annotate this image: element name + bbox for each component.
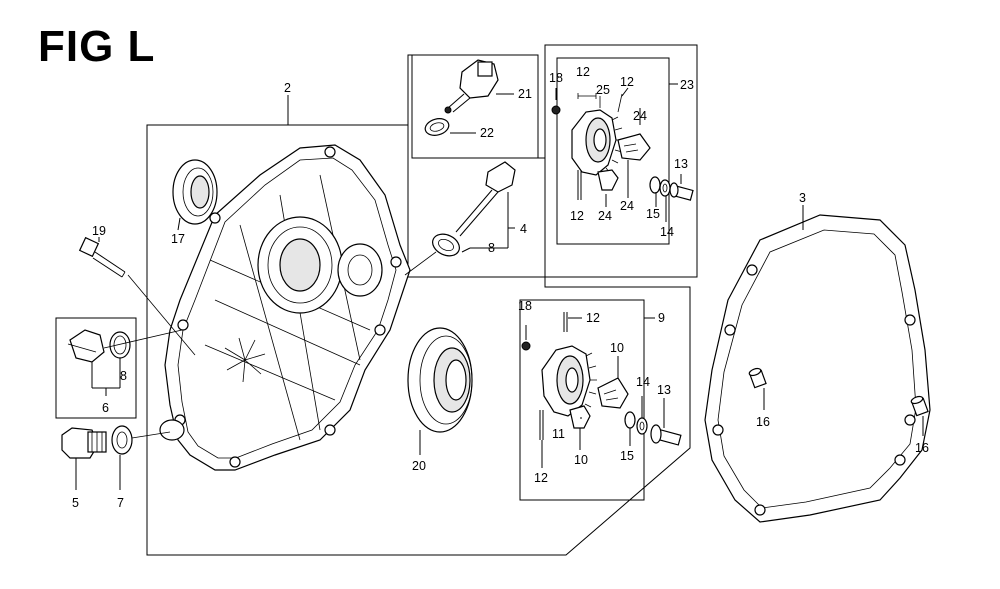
oil-sensor-switch xyxy=(424,59,514,136)
callout-6: 6 xyxy=(102,401,109,415)
case-gasket xyxy=(704,205,931,523)
callout-10-upper: 10 xyxy=(610,341,624,355)
callout-4: 4 xyxy=(520,222,527,236)
crankcase-cover xyxy=(159,144,411,471)
callout-18-upper: 18 xyxy=(549,71,563,85)
callout-15-lower: 15 xyxy=(620,449,634,463)
callout-25: 25 xyxy=(596,83,610,97)
callout-24-bottom-right: 24 xyxy=(620,199,634,213)
callout-12-upper-pin: 12 xyxy=(570,209,584,223)
callout-labels: 2 3 4 5 6 7 8 8 9 10 10 11 12 12 12 12 1… xyxy=(72,65,929,510)
oil-level-gauge xyxy=(404,161,516,276)
callout-2: 2 xyxy=(284,81,291,95)
callout-13-upper: 13 xyxy=(674,157,688,171)
callout-22: 22 xyxy=(480,126,494,140)
oil-pump-lower xyxy=(521,312,682,468)
callout-3: 3 xyxy=(799,191,806,205)
callout-16-left: 16 xyxy=(756,415,770,429)
callout-12-top-right: 12 xyxy=(620,75,634,89)
callout-12-top-left: 12 xyxy=(576,65,590,79)
dowel-pins xyxy=(748,367,929,436)
oil-seal xyxy=(172,159,218,231)
callout-14-upper: 14 xyxy=(660,225,674,239)
assembly-boundaries xyxy=(55,44,698,556)
callout-18-lower: 18 xyxy=(518,299,532,313)
callout-15-upper: 15 xyxy=(646,207,660,221)
oil-pump-upper xyxy=(551,83,694,222)
callout-9: 9 xyxy=(658,311,665,325)
callout-11: 11 xyxy=(552,427,565,441)
callout-8-filler: 8 xyxy=(120,369,127,383)
callout-20: 20 xyxy=(412,459,426,473)
callout-23: 23 xyxy=(680,78,694,92)
ball-bearing xyxy=(407,327,473,455)
drain-plug xyxy=(61,425,171,490)
callout-17: 17 xyxy=(171,232,185,246)
callout-8-gauge: 8 xyxy=(488,241,495,255)
callout-7: 7 xyxy=(117,496,124,510)
callout-19: 19 xyxy=(92,224,106,238)
callout-12-lower-top: 12 xyxy=(586,311,600,325)
callout-5: 5 xyxy=(72,496,79,510)
callout-14-lower: 14 xyxy=(636,375,650,389)
callout-21: 21 xyxy=(518,87,532,101)
callout-12-lower-pin: 12 xyxy=(534,471,548,485)
callout-13-lower: 13 xyxy=(657,383,671,397)
flange-bolt xyxy=(78,236,196,356)
callout-10-lower: 10 xyxy=(574,453,588,467)
oil-filler-cap xyxy=(67,329,183,396)
callout-24-bottom-left: 24 xyxy=(598,209,612,223)
callout-16-right: 16 xyxy=(915,441,929,455)
figure-title: FIG L xyxy=(38,22,156,71)
callout-24-top: 24 xyxy=(633,109,647,123)
